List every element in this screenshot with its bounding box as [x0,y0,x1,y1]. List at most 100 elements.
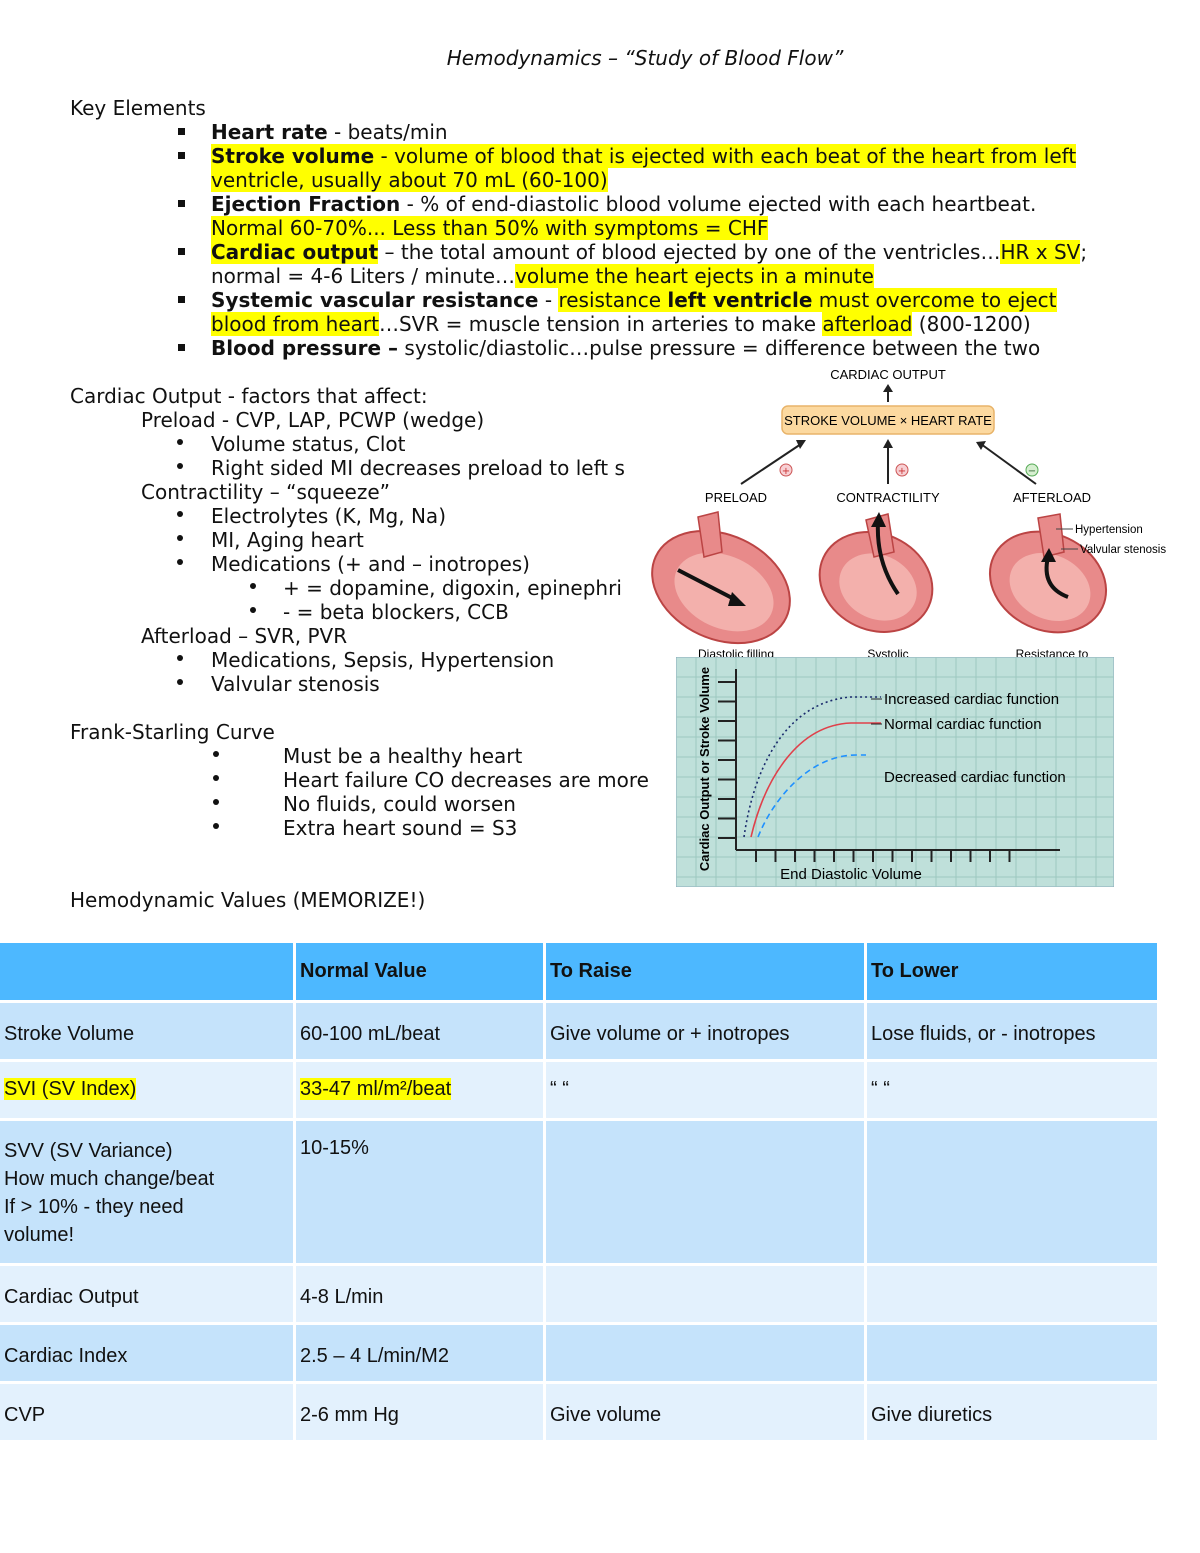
bullet-dot [177,559,183,565]
contractility-item: Medications (+ and – inotropes) [211,552,530,576]
plus-sign: + [898,466,906,477]
legend-increased: Increased cardiac function [884,691,1059,708]
axis-ticks [718,681,1011,862]
contractility-heart-icon [818,512,934,633]
bullet-dot [250,583,256,589]
systolic-label: Systolic [867,647,908,658]
y-axis-label: Cardiac Output or Stroke Volume [697,667,712,871]
afterload-item: Valvular stenosis [211,672,380,696]
bullet-dot [250,607,256,613]
frank-starling-item: No fluids, could worsen [283,792,516,816]
svv-label: SVV (SV Variance) [4,1140,173,1162]
bullet-square [178,128,185,135]
frank-starling-item: Must be a healthy heart [283,744,523,768]
contractility-item: Electrolytes (K, Mg, Na) [211,504,446,528]
table-cell: “ “ [867,1062,1157,1118]
table-cell: CVP [0,1384,293,1440]
table-cell: Stroke Volume [0,1003,293,1059]
bullet-dot [177,439,183,445]
table-cell [546,1121,864,1263]
table-cell: 10-15% [296,1121,543,1263]
cardiac-output-item: Cardiac output – the total amount of blo… [211,240,1088,264]
legend-decreased: Decreased cardiac function [884,769,1066,786]
bullet-square [178,200,185,207]
table-cell: “ “ [546,1062,864,1118]
table-row: SVI (SV Index) 33-47 ml/m²/beat “ “ “ “ [0,1062,1157,1118]
frank-starling-heading: Frank-Starling Curve [70,720,275,744]
cardiac-output-diagram: CARDIAC OUTPUT STROKE VOLUME × HEART RAT… [636,362,1184,658]
valvular-stenosis-label: Valvular stenosis [1080,544,1166,556]
plus-sign: + [782,466,790,477]
diastolic-filling-label: Diastolic filling [698,647,774,658]
table-cell: Give volume [546,1384,864,1440]
diagram-box-label: STROKE VOLUME × HEART RATE [784,413,992,428]
table-cell: Give diuretics [867,1384,1157,1440]
frank-starling-chart: Increased cardiac function Normal cardia… [676,657,1114,887]
bullet-square [178,296,185,303]
bullet-dot [177,535,183,541]
x-axis-label: End Diastolic Volume [780,866,922,883]
bullet-dot [213,775,219,781]
afterload-heart-icon [988,513,1108,634]
bullet-square [178,152,185,159]
co-factors-heading: Cardiac Output - factors that affect: [70,384,428,408]
minus-sign: − [1028,466,1036,477]
table-cell: SVI (SV Index) [0,1062,293,1118]
afterload-heading: Afterload – SVR, PVR [141,624,348,648]
diagram-cardiac-output-label: CARDIAC OUTPUT [830,367,946,382]
heart-rate-item: Heart rate - beats/min [211,120,448,144]
table-cell: Lose fluids, or - inotropes [867,1003,1157,1059]
bullet-dot [177,511,183,517]
svv-note: If > 10% - they need [4,1196,184,1218]
blood-pressure-item: Blood pressure – systolic/diastolic…puls… [211,336,1041,360]
medication-item: + = dopamine, digoxin, epinephri [283,576,622,600]
table-header-cell [0,943,293,1000]
page-title: Hemodynamics – “Study of Blood Flow” [446,46,844,70]
svv-note: How much change/beat [4,1168,215,1190]
stroke-volume-item: Stroke volume - volume of blood that is … [211,144,1077,168]
table-row: SVV (SV Variance) How much change/beat I… [0,1121,1157,1263]
decreased-function-curve [757,754,866,838]
table-cell [867,1121,1157,1263]
table-row: Stroke Volume 60-100 mL/beat Give volume… [0,1003,1157,1059]
table-cell: SVV (SV Variance) How much change/beat I… [0,1121,293,1263]
table-cell [867,1325,1157,1381]
table-cell [546,1266,864,1322]
ejection-fraction-item: Ejection Fraction - % of end-diastolic b… [211,192,1037,216]
afterload-label: AFTERLOAD [1013,490,1091,505]
key-elements-heading: Key Elements [70,96,206,120]
table-header-row: Normal Value To Raise To Lower [0,943,1157,1000]
chart-background [676,657,1114,887]
table-cell [546,1325,864,1381]
normal-function-curve [750,722,881,838]
stroke-volume-heart-rate-box [781,405,995,435]
bullet-dot [177,655,183,661]
hemodynamic-values-table: Normal Value To Raise To Lower Stroke Vo… [0,940,1160,1443]
hypertension-label: Hypertension [1075,524,1143,536]
svv-note: volume! [4,1224,75,1246]
table-row: Cardiac Output 4-8 L/min [0,1266,1157,1322]
bullet-square [178,248,185,255]
frank-starling-item: Heart failure CO decreases are more [283,768,649,792]
table-cell [867,1266,1157,1322]
table-cell: Give volume or + inotropes [546,1003,864,1059]
legend-normal: Normal cardiac function [884,716,1042,733]
preload-label: PRELOAD [705,490,767,505]
contractility-label: CONTRACTILITY [836,490,940,505]
table-header-cell: To Raise [546,943,864,1000]
table-cell: 2-6 mm Hg [296,1384,543,1440]
contractility-item: MI, Aging heart [211,528,364,552]
table-cell: 33-47 ml/m²/beat [296,1062,543,1118]
values-heading: Hemodynamic Values (MEMORIZE!) [70,888,426,912]
table-cell: 2.5 – 4 L/min/M2 [296,1325,543,1381]
svr-cont: blood from heart…SVR = muscle tension in… [211,312,1031,336]
table-cell: 60-100 mL/beat [296,1003,543,1059]
medication-item: - = beta blockers, CCB [283,600,509,624]
bullet-dot [213,799,219,805]
table-cell: Cardiac Index [0,1325,293,1381]
ejection-fraction-cont: Normal 60-70%... Less than 50% with symp… [211,216,769,240]
table-row: Cardiac Index 2.5 – 4 L/min/M2 [0,1325,1157,1381]
table-cell: 4-8 L/min [296,1266,543,1322]
frank-starling-item: Extra heart sound = S3 [283,816,518,840]
bullet-dot [213,823,219,829]
